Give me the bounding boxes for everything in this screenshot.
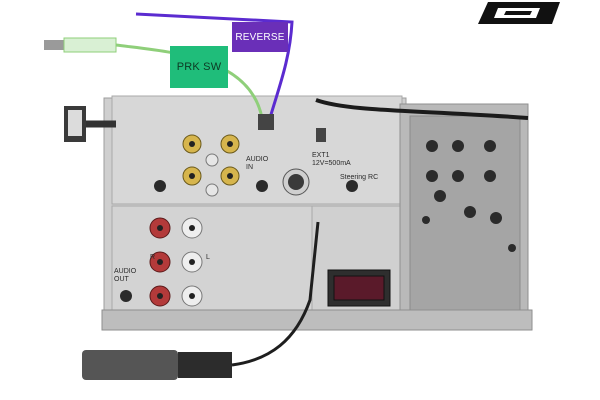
prk-sw-tag: PRK SW bbox=[170, 46, 228, 88]
wire-terminal bbox=[258, 114, 274, 130]
antenna-cable bbox=[82, 221, 320, 380]
steering-label: Steering RC bbox=[340, 174, 379, 181]
audio-out-label: AUDIO OUT bbox=[114, 268, 137, 283]
din-connector bbox=[282, 168, 310, 196]
rear-cable bbox=[315, 98, 529, 120]
rca-jacks-video bbox=[182, 134, 240, 197]
heatsink-holes bbox=[422, 140, 516, 252]
reverse-wire bbox=[135, 12, 294, 119]
ext-label: EXT1 12V=500mA bbox=[312, 152, 351, 167]
usb-cable bbox=[64, 106, 116, 142]
left-channel-label: L bbox=[206, 254, 210, 261]
mini-jacks bbox=[120, 180, 358, 302]
steering-terminal bbox=[316, 128, 326, 142]
reverse-tag: REVERSE bbox=[232, 22, 288, 52]
power-connector bbox=[327, 269, 391, 307]
brand-logo bbox=[478, 2, 560, 24]
audio-in-label: AUDIO IN bbox=[246, 156, 269, 171]
rca-jacks-audio bbox=[149, 217, 203, 307]
right-channel-label: R bbox=[150, 254, 156, 261]
